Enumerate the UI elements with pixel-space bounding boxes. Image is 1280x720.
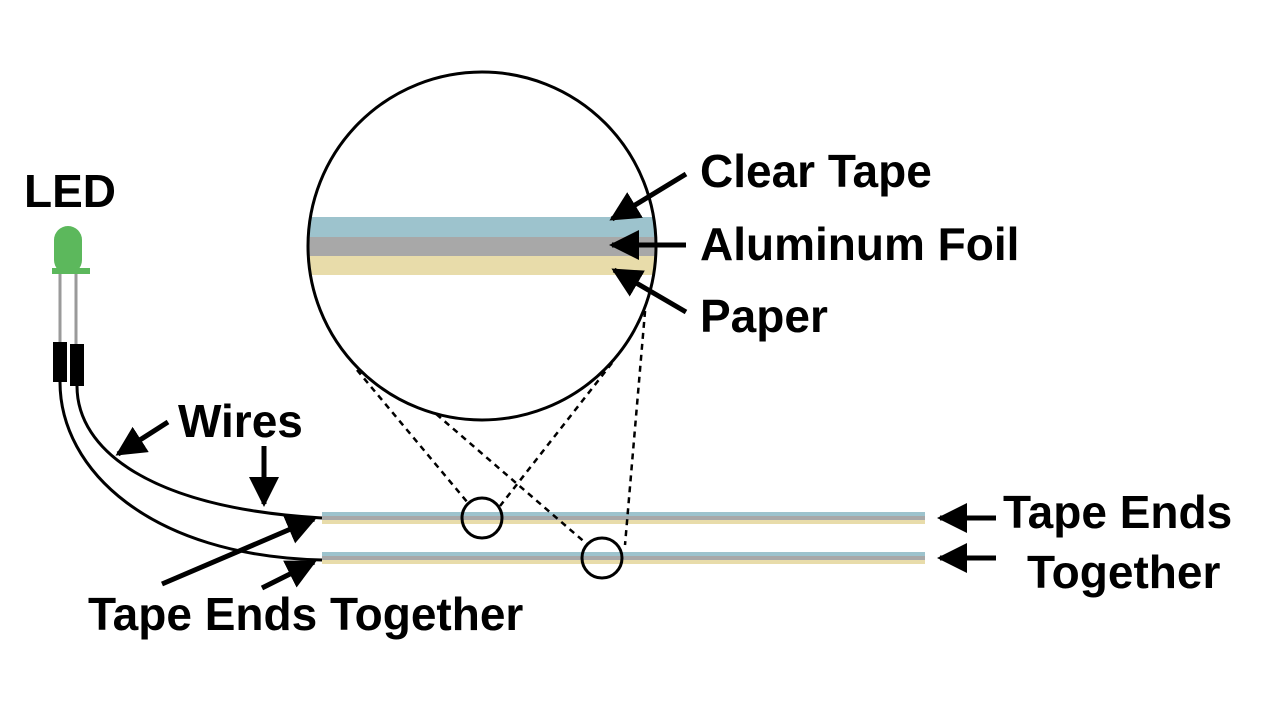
tape-ends-together-label: Tape Ends Together <box>88 588 524 640</box>
wires-label: Wires <box>178 395 303 447</box>
led-connector-left <box>53 342 67 382</box>
layer-aluminum-foil <box>308 237 656 256</box>
arrow-tape-ends-upper <box>161 515 317 587</box>
callout-arrows <box>115 171 996 591</box>
tape-strip-top <box>322 512 925 524</box>
clear-tape-label: Clear Tape <box>700 145 932 197</box>
wire-outer <box>58 381 323 562</box>
magnified-cross-section <box>306 70 658 422</box>
led-connector-right <box>70 344 84 386</box>
zoom-circle-bottom <box>580 536 624 580</box>
layer-paper <box>308 256 656 275</box>
led-body <box>54 226 82 274</box>
led-base <box>52 268 90 274</box>
layer-clear-tape <box>308 217 656 237</box>
tape-ends-label-line2: Together <box>1027 546 1221 598</box>
aluminum-foil-label: Aluminum Foil <box>700 218 1020 270</box>
tape-ends-label-line1: Tape Ends <box>1003 486 1233 538</box>
magnifier-guides <box>356 299 648 546</box>
arrow-wires-left <box>115 419 170 457</box>
led-label: LED <box>24 165 116 217</box>
paper-label: Paper <box>700 290 828 342</box>
arrow-tape-ends-lower <box>260 559 317 591</box>
wire-inner <box>75 385 323 520</box>
zoom-circle-top <box>460 496 504 540</box>
arrow-clear-tape <box>609 171 688 222</box>
led <box>52 226 90 386</box>
arrow-paper <box>611 267 688 315</box>
